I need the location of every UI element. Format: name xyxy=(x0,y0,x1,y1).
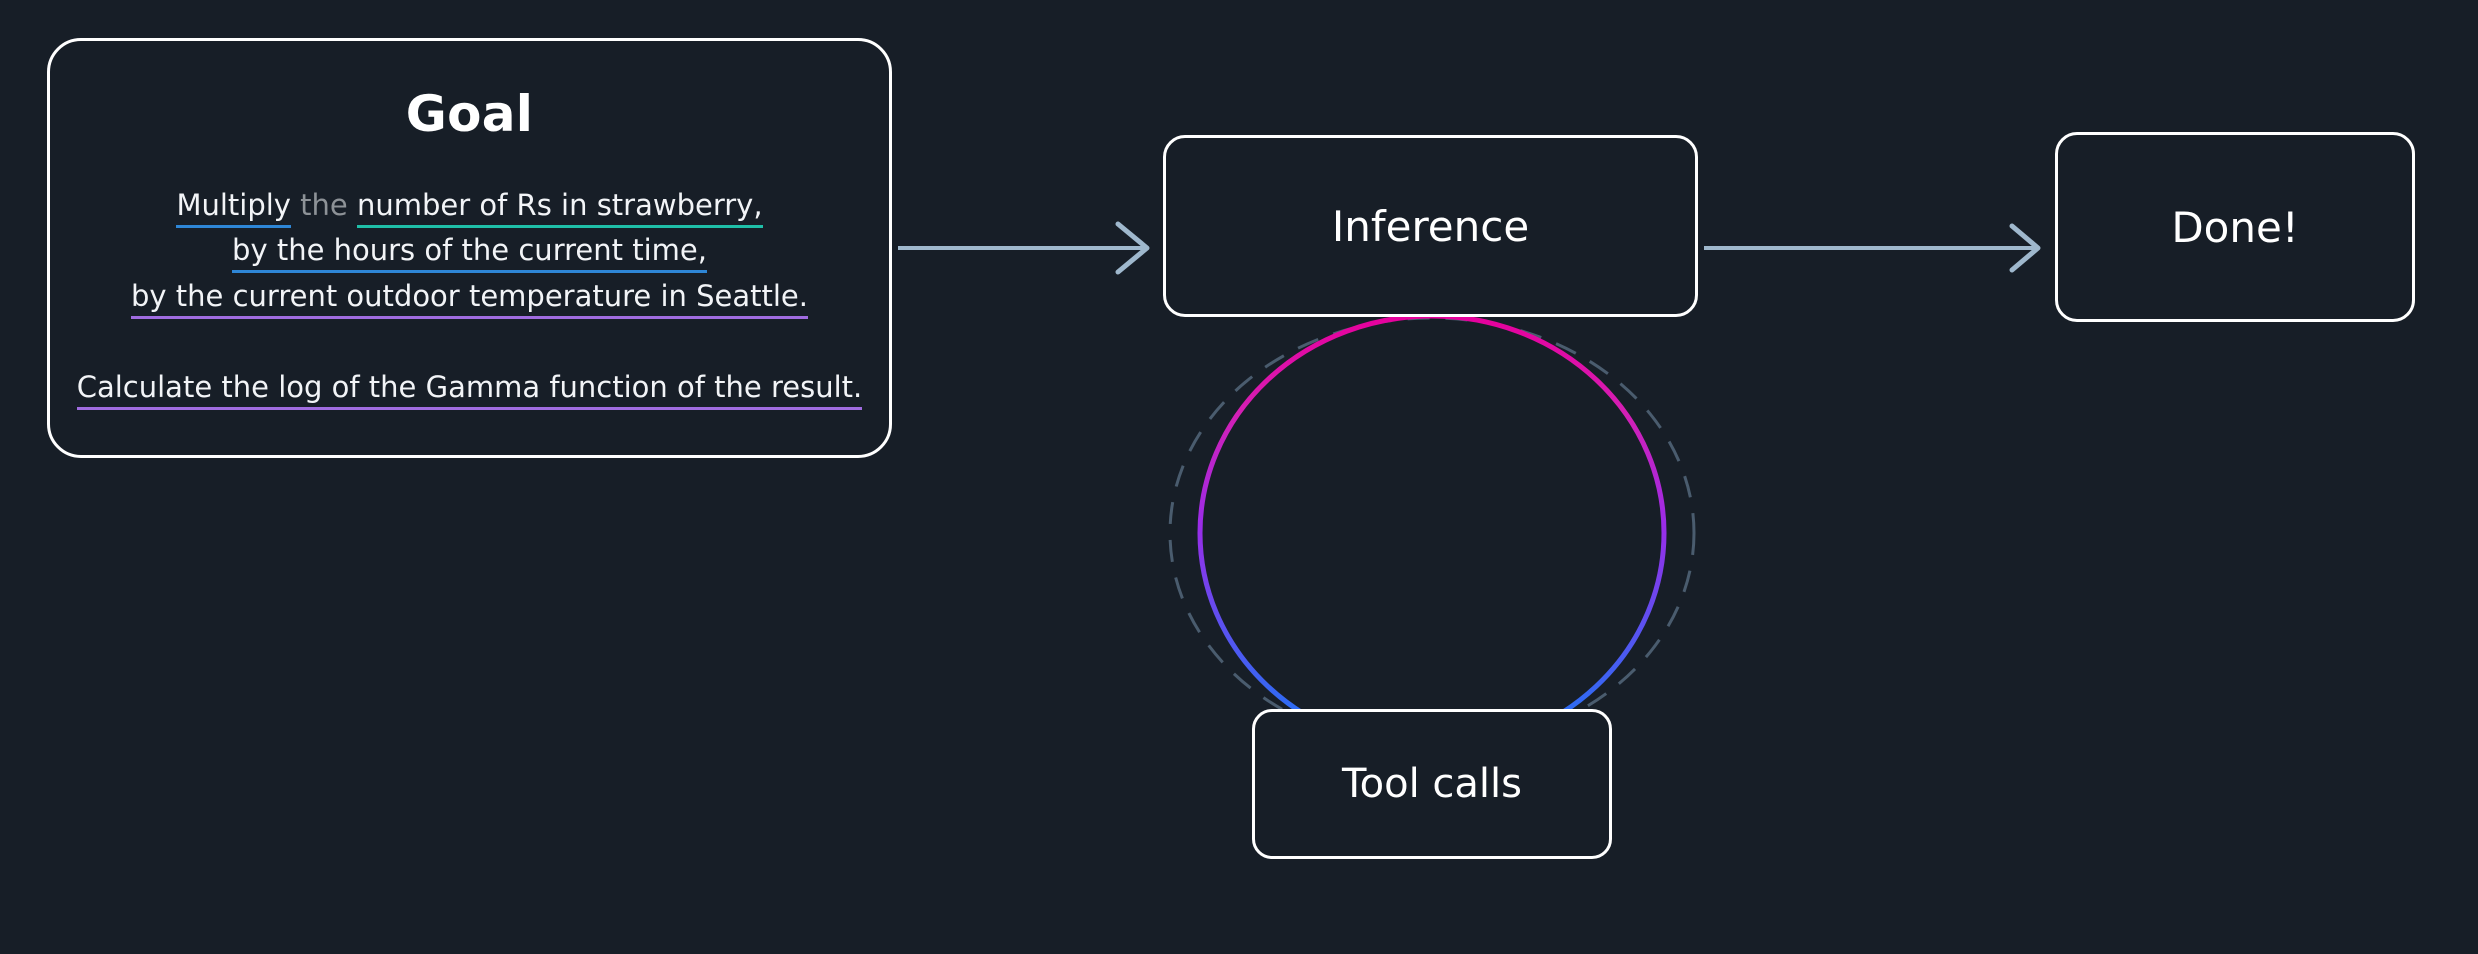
goal-node[interactable]: Goal Multiply the number of Rs in strawb… xyxy=(47,38,892,458)
loop-dashed-ellipse xyxy=(1168,316,1696,750)
goal-body: Multiply the number of Rs in strawberry,… xyxy=(76,186,863,411)
tool-calls-label: Tool calls xyxy=(1342,761,1522,807)
loop-gradient-ellipse xyxy=(1197,313,1667,753)
inference-node[interactable]: Inference xyxy=(1163,135,1698,317)
arrow-goal-to-inference xyxy=(898,221,1150,275)
done-label: Done! xyxy=(2171,202,2299,252)
goal-title: Goal xyxy=(405,85,534,143)
goal-seg-current-time: by the hours of the current time, xyxy=(232,233,707,274)
tool-calls-node[interactable]: Tool calls xyxy=(1252,709,1612,859)
goal-line-1: Multiply the number of Rs in strawberry, xyxy=(176,186,763,228)
goal-seg-gamma: Calculate the log of the Gamma function … xyxy=(76,370,863,411)
arrow-inference-to-done xyxy=(1704,223,2041,273)
goal-seg-the: the xyxy=(300,188,348,222)
goal-line-3: by the current outdoor temperature in Se… xyxy=(130,277,808,319)
goal-seg-multiply: Multiply xyxy=(176,188,291,228)
goal-line-2: by the hours of the current time, xyxy=(232,231,707,274)
goal-line-4: Calculate the log of the Gamma function … xyxy=(76,368,863,411)
done-node[interactable]: Done! xyxy=(2055,132,2415,322)
inference-label: Inference xyxy=(1331,201,1530,251)
goal-seg-temperature: by the current outdoor temperature in Se… xyxy=(130,278,808,319)
goal-seg-strawberry: number of Rs in strawberry, xyxy=(356,188,763,228)
